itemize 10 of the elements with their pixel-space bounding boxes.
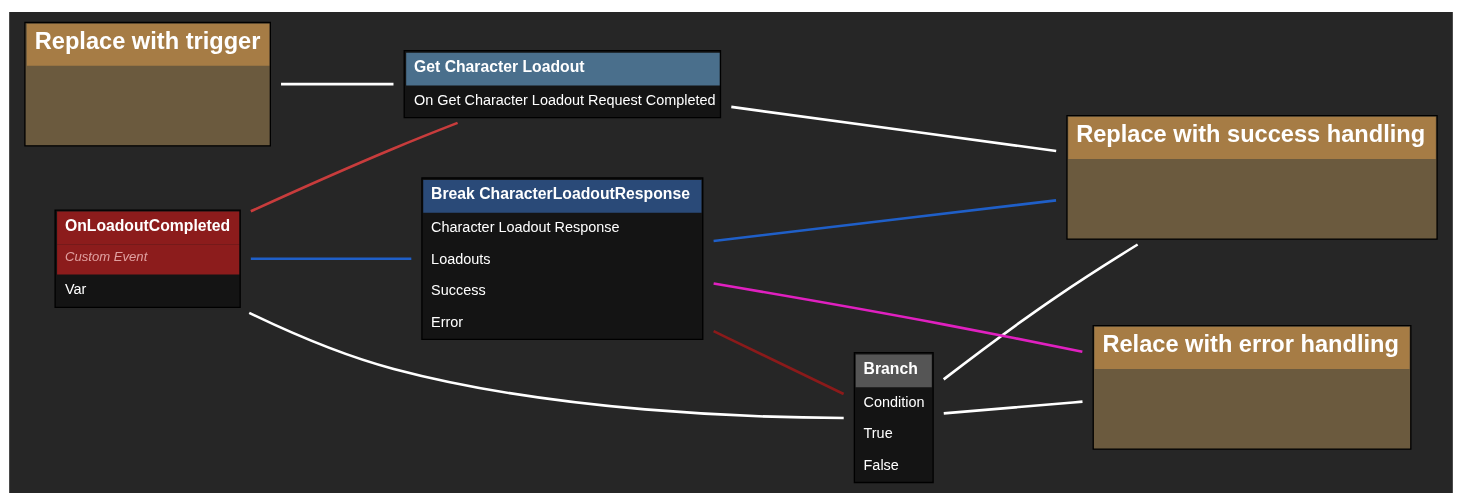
connector — [281, 82, 394, 85]
connector — [713, 198, 1057, 242]
connector — [942, 242, 1139, 380]
connector — [713, 329, 845, 395]
connector — [713, 281, 1083, 353]
connector — [943, 399, 1083, 415]
connector — [731, 105, 1057, 152]
connector — [250, 121, 459, 212]
connector — [250, 256, 412, 260]
connector — [248, 311, 844, 419]
